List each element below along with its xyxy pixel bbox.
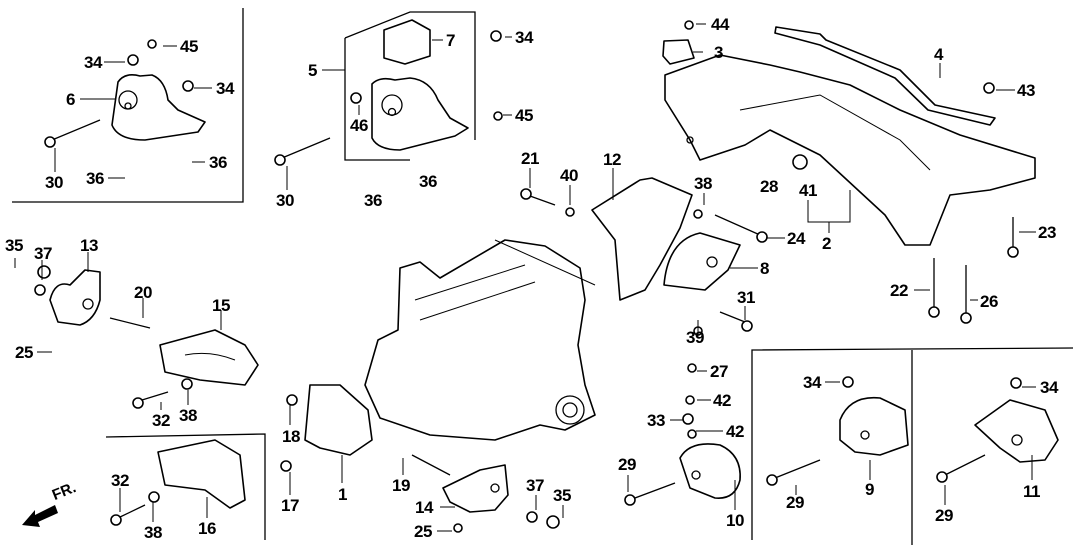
- group-box-rear-mount: [12, 8, 244, 203]
- callout-21: 21: [521, 149, 539, 168]
- callout-35: 35: [553, 486, 571, 505]
- callout-17: 17: [281, 496, 299, 515]
- callout-46: 46: [350, 116, 368, 135]
- callout-12: 12: [603, 150, 621, 169]
- callout-37: 37: [34, 244, 52, 263]
- callout-31: 31: [737, 288, 755, 307]
- part-13-bracket: [49, 269, 101, 326]
- part-9-mount: [839, 396, 909, 456]
- callout-25: 25: [414, 522, 432, 541]
- callout-26: 26: [980, 292, 998, 311]
- callout-34: 34: [515, 28, 533, 47]
- callout-11: 11: [1023, 482, 1040, 501]
- callout-15: 15: [212, 296, 230, 315]
- callout-34: 34: [216, 79, 234, 98]
- callout-7: 7: [446, 31, 455, 50]
- callout-10: 10: [726, 511, 744, 530]
- bolts: [34, 20, 1022, 533]
- callout-6: 6: [66, 90, 75, 109]
- callout-36: 36: [419, 172, 437, 191]
- callout-42: 42: [726, 422, 744, 441]
- callout-14: 14: [415, 498, 433, 517]
- callout-16: 16: [198, 519, 216, 538]
- part-14-mount: [442, 464, 509, 513]
- callout-23: 23: [1038, 223, 1056, 242]
- callout-30: 30: [45, 173, 63, 192]
- part-15-bracket: [159, 329, 259, 386]
- callout-24: 24: [787, 229, 805, 248]
- callout-33: 33: [647, 411, 665, 430]
- callout-36: 36: [364, 191, 382, 210]
- callout-9: 9: [865, 480, 874, 499]
- callout-13: 13: [80, 236, 98, 255]
- part-16-bracket: [157, 439, 246, 509]
- callout-3: 3: [714, 43, 723, 62]
- callout-19: 19: [392, 476, 410, 495]
- callout-41: 41: [799, 181, 817, 200]
- callout-18: 18: [282, 427, 300, 446]
- group-box-part-16: [105, 433, 266, 540]
- callout-36: 36: [209, 153, 227, 172]
- callout-22: 22: [890, 281, 908, 300]
- part-5-front-mount: [371, 77, 469, 151]
- callout-27: 27: [710, 362, 728, 381]
- part-8-side-mount: [663, 232, 741, 291]
- callout-35: 35: [5, 236, 23, 255]
- callout-45: 45: [515, 106, 533, 125]
- callout-34: 34: [803, 373, 821, 392]
- part-7-bracket-block: [383, 19, 431, 65]
- callout-25: 25: [15, 343, 33, 362]
- callout-38: 38: [179, 406, 197, 425]
- callout-8: 8: [760, 259, 769, 278]
- group-box-part-5: [344, 11, 476, 161]
- callout-20: 20: [134, 283, 152, 302]
- part-11-mount: [974, 399, 1059, 463]
- callout-42: 42: [713, 391, 731, 410]
- callout-29: 29: [786, 493, 804, 512]
- callout-38: 38: [694, 174, 712, 193]
- callout-30: 30: [276, 191, 294, 210]
- callout-40: 40: [560, 166, 578, 185]
- callout-34: 34: [84, 53, 102, 72]
- callout-29: 29: [935, 506, 953, 525]
- callout-39: 39: [686, 328, 704, 347]
- callout-1: 1: [338, 485, 347, 504]
- callout-45: 45: [180, 37, 198, 56]
- engine-block: [364, 239, 596, 441]
- part-6-rear-mount: [111, 74, 206, 141]
- part-12-bracket: [591, 177, 693, 301]
- callout-29: 29: [618, 455, 636, 474]
- callout-37: 37: [526, 476, 544, 495]
- callout-32: 32: [111, 471, 129, 490]
- part-10-mount: [679, 443, 741, 499]
- callout-43: 43: [1017, 81, 1035, 100]
- callout-44: 44: [711, 15, 729, 34]
- arrow-front-icon: [22, 505, 58, 527]
- part-2-sub-frame: [664, 54, 1036, 246]
- callout-5: 5: [308, 61, 317, 80]
- part-1-bracket: [304, 384, 373, 456]
- callout-4: 4: [934, 45, 943, 64]
- callout-32: 32: [152, 411, 170, 430]
- callout-38: 38: [144, 523, 162, 542]
- part-4-stiffener-bar: [774, 26, 996, 126]
- callout-34: 34: [1040, 378, 1058, 397]
- part-3-stopper: [662, 39, 695, 65]
- leader-lines: [14, 23, 1036, 532]
- callout-36: 36: [86, 169, 104, 188]
- group-box-part-9: [751, 347, 1073, 545]
- callout-2: 2: [822, 234, 831, 253]
- callout-28: 28: [760, 177, 778, 196]
